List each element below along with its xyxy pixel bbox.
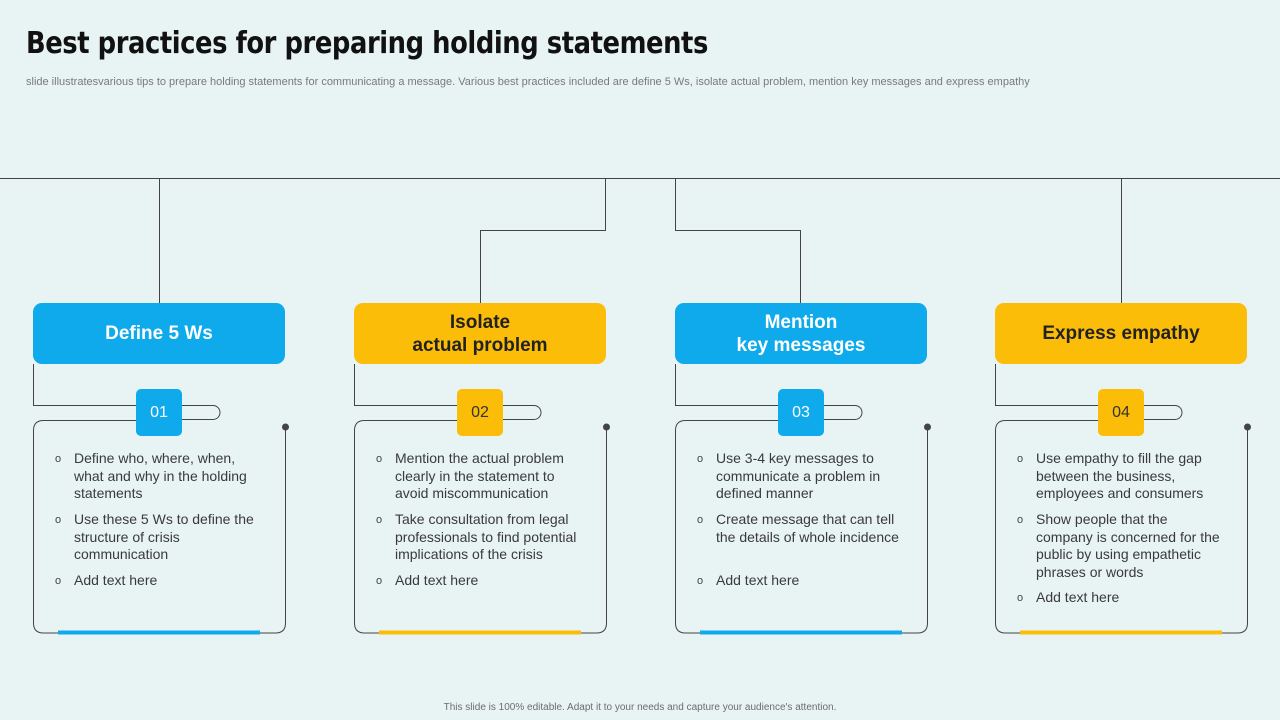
list-item: o Mention the actual problem clearly in t… <box>376 450 586 503</box>
card-outline <box>354 420 607 634</box>
list-item: o Use 3-4 key messages to communicate a p… <box>697 450 907 503</box>
circle-bullet-icon: o <box>1017 453 1024 465</box>
list-item: o Add text here <box>55 572 265 590</box>
card-outline <box>675 420 928 634</box>
frame-connector <box>995 364 1098 406</box>
end-dot <box>603 423 610 431</box>
step-number-badge: 02 <box>457 389 503 436</box>
circle-bullet-icon: o <box>1017 592 1024 604</box>
circle-bullet-icon: o <box>697 453 704 465</box>
bullet-text: Add text here <box>716 572 800 588</box>
page-title: Best practices for preparing holding sta… <box>26 26 708 61</box>
card-header-3: Mention key messages <box>675 303 927 364</box>
circle-bullet-icon: o <box>697 514 704 526</box>
circle-bullet-icon: o <box>1017 514 1024 526</box>
list-item: o Use these 5 Ws to define the structure … <box>55 511 265 564</box>
card-outline <box>33 420 286 634</box>
card-header-2: Isolate actual problem <box>354 303 606 364</box>
card-header-1: Define 5 Ws <box>33 303 285 364</box>
badge-tail <box>824 405 863 420</box>
list-item: o Define who, where, when, what and why i… <box>55 450 265 503</box>
badge-tail <box>1144 405 1183 420</box>
circle-bullet-icon: o <box>697 575 704 587</box>
circle-bullet-icon: o <box>55 453 62 465</box>
list-item: o Add text here <box>376 572 586 590</box>
circle-bullet-icon: o <box>55 514 62 526</box>
list-item: o Take consultation from legal profession… <box>376 511 586 564</box>
bullet-text: Use 3-4 key messages to communicate a pr… <box>716 450 881 501</box>
end-dot <box>282 423 289 431</box>
list-item: o Create message that can tell the detail… <box>697 511 907 546</box>
end-dot <box>1244 423 1251 431</box>
list-item: o Use empathy to fill the gap between the… <box>1017 450 1227 503</box>
badge-tail <box>503 405 542 420</box>
bullet-text: Add text here <box>395 572 479 588</box>
end-dot <box>924 423 931 431</box>
footer-note: This slide is 100% editable. Adapt it to… <box>443 702 837 713</box>
bullet-text: Show people that the company is concerne… <box>1036 511 1220 580</box>
circle-bullet-icon: o <box>376 514 383 526</box>
step-number-badge: 04 <box>1098 389 1144 436</box>
bullet-text: Add text here <box>1036 589 1120 605</box>
bullet-text: Take consultation from legal professiona… <box>395 511 577 562</box>
list-item: o Add text here <box>1017 589 1227 607</box>
step-number-badge: 03 <box>778 389 824 436</box>
frame-connector <box>33 364 136 406</box>
circle-bullet-icon: o <box>55 575 62 587</box>
list-item: o Add text here <box>697 572 907 590</box>
page-subtitle: slide illustratesvarious tips to prepare… <box>26 76 1030 88</box>
bullet-text: Use empathy to fill the gap between the … <box>1036 450 1204 501</box>
circle-bullet-icon: o <box>376 453 383 465</box>
bullet-text: Mention the actual problem clearly in th… <box>395 450 564 501</box>
circle-bullet-icon: o <box>376 575 383 587</box>
badge-tail <box>182 405 221 420</box>
bullet-text: Add text here <box>74 572 158 588</box>
frame-connector <box>675 364 778 406</box>
list-item: o Show people that the company is concern… <box>1017 511 1227 581</box>
step-number-badge: 01 <box>136 389 182 436</box>
frame-connector <box>354 364 457 406</box>
bullet-text: Create message that can tell the details… <box>716 511 899 545</box>
bullet-text: Use these 5 Ws to define the structure o… <box>74 511 254 562</box>
card-outline <box>995 420 1248 634</box>
bullet-text: Define who, where, when, what and why in… <box>74 450 247 501</box>
card-header-4: Express empathy <box>995 303 1247 364</box>
